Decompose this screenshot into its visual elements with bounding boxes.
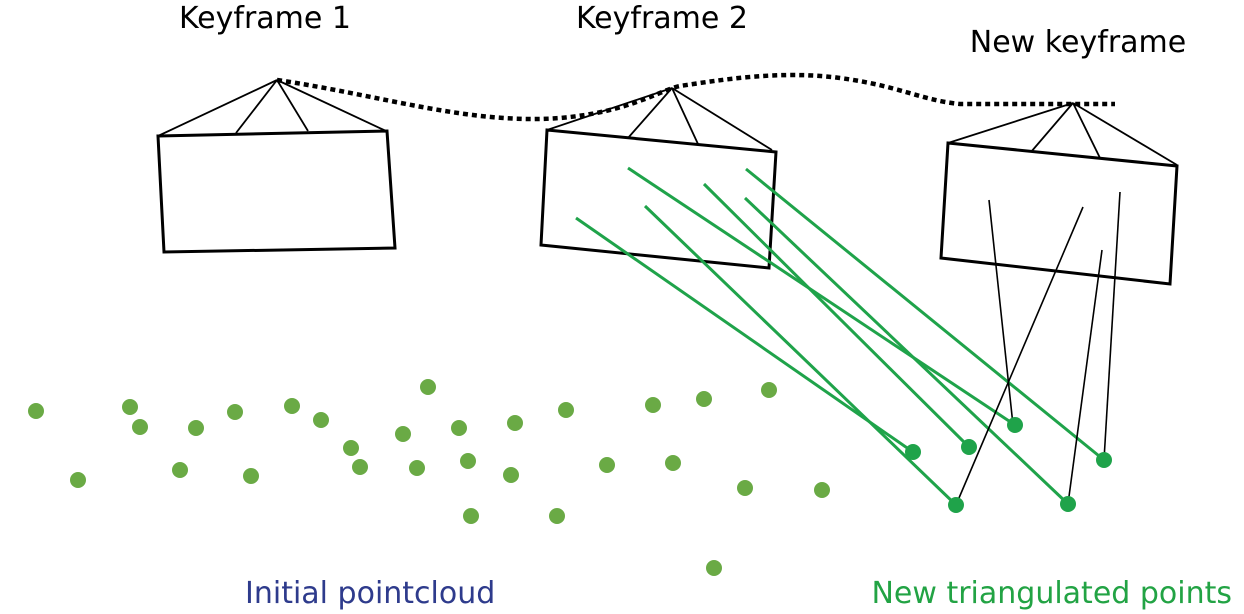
pointcloud-point: [284, 398, 300, 414]
new-keyframe-ray: [1067, 249, 1103, 505]
new-keyframe-ray: [955, 206, 1084, 506]
new-point: [1060, 496, 1076, 512]
pointcloud-point: [343, 440, 359, 456]
new-point: [961, 439, 977, 455]
keyframe-1-frustum-line: [235, 79, 278, 134]
new-point: [1007, 417, 1023, 433]
pointcloud-point: [451, 420, 467, 436]
new-point: [1096, 452, 1112, 468]
new-point: [948, 497, 964, 513]
pointcloud-point: [352, 459, 368, 475]
new-keyframe-frustum-line: [1072, 102, 1178, 166]
new-keyframe-rays: [955, 191, 1121, 506]
new-keyframe-frustum-line: [1030, 102, 1074, 153]
new-keyframe-ray: [988, 199, 1014, 426]
keyframe-2-frustum-line: [671, 87, 699, 145]
pointcloud-point: [243, 468, 259, 484]
pointcloud-point: [313, 412, 329, 428]
new-keyframe-frustum-line: [947, 102, 1074, 144]
triangulation-ray: [627, 166, 1016, 427]
pointcloud-point: [227, 404, 243, 420]
pointcloud-point: [737, 480, 753, 496]
triangulation-ray: [643, 204, 958, 507]
pointcloud-point: [665, 455, 681, 471]
pointcloud-point: [645, 397, 661, 413]
keyframe-2-frustum-line: [627, 87, 673, 139]
keyframe-1-frustum-line: [276, 79, 309, 132]
triangulation-ray: [575, 216, 914, 454]
new-keyframe-frustum-line: [1072, 102, 1101, 159]
new-keyframe-label: New keyframe: [970, 25, 1186, 60]
keyframe-1-frustum-line: [157, 79, 278, 137]
keyframe-1-image-plane: [156, 129, 397, 254]
triangulation-ray: [745, 167, 1105, 462]
pointcloud-point: [761, 382, 777, 398]
keyframe-1-frustum-line: [276, 79, 387, 132]
pointcloud-point: [409, 460, 425, 476]
triangulation-ray: [702, 182, 971, 449]
pointcloud-point: [463, 508, 479, 524]
new-point: [905, 444, 921, 460]
pointcloud-point: [599, 457, 615, 473]
keyframe-2-label: Keyframe 2: [576, 1, 748, 36]
pointcloud-point: [507, 415, 523, 431]
initial-pointcloud-label: Initial pointcloud: [245, 576, 495, 611]
new-triangulated-points-label: New triangulated points: [871, 576, 1232, 611]
pointcloud-point: [696, 391, 712, 407]
pointcloud-point: [132, 419, 148, 435]
pointcloud-point: [70, 472, 86, 488]
pointcloud-point: [503, 467, 519, 483]
pointcloud-point: [420, 379, 436, 395]
pointcloud-point: [558, 402, 574, 418]
keyframe-2-frustum-line: [546, 87, 673, 131]
new-keyframe-ray: [1103, 191, 1121, 461]
pointcloud-point: [549, 508, 565, 524]
pointcloud-point: [172, 462, 188, 478]
new-keyframe-camera: [939, 102, 1179, 286]
pointcloud-point: [122, 399, 138, 415]
pointcloud-point: [188, 420, 204, 436]
camera-trajectory-line: [276, 72, 1115, 122]
keyframe-1-label: Keyframe 1: [179, 1, 351, 36]
pointcloud-point: [395, 426, 411, 442]
keyframe-2-image-plane: [539, 128, 778, 270]
new-keyframe-image-plane: [939, 141, 1179, 286]
keyframe-1-camera: [156, 79, 397, 254]
pointcloud-point: [460, 453, 476, 469]
keyframe-2-frustum-line: [671, 87, 773, 151]
pointcloud-point: [814, 482, 830, 498]
pointcloud-point: [706, 560, 722, 576]
pointcloud-point: [28, 403, 44, 419]
initial-pointcloud: [28, 379, 830, 576]
new-triangulated-points: [905, 417, 1112, 513]
keyframe-2-rays: [575, 166, 1105, 507]
keyframe-2-camera: [539, 87, 778, 270]
triangulation-ray: [743, 196, 1070, 506]
